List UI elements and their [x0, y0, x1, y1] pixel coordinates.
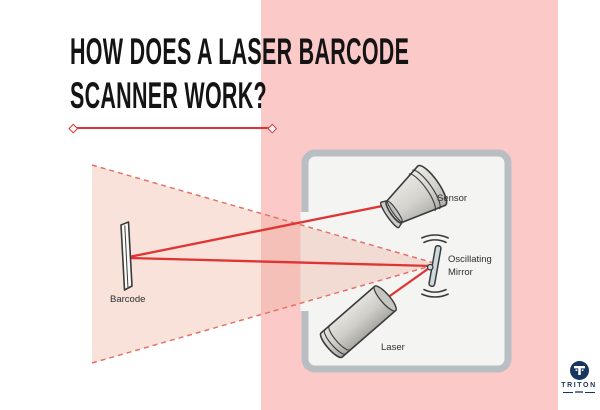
title-underline-rule	[73, 126, 272, 129]
page-title-line2: SCANNER WORK?	[70, 75, 267, 116]
oscillating-mirror-illustration	[421, 234, 449, 298]
brand-logo: TRITON	[558, 361, 600, 393]
laser-label: Laser	[381, 342, 405, 353]
brand-logo-name: TRITON	[561, 382, 597, 389]
scan-cone-area	[92, 165, 436, 363]
brand-logo-tagline	[563, 391, 595, 393]
reflected-beam-to-sensor	[128, 202, 393, 259]
beam-mirror-to-barcode	[128, 256, 433, 268]
oscillating-mirror-label-line2: Mirror	[448, 267, 473, 278]
beam-laser-to-mirror	[386, 265, 433, 299]
sensor-label: Sensor	[437, 193, 467, 204]
sensor-illustration	[379, 164, 448, 229]
barcode-illustration	[120, 221, 133, 291]
laser-illustration	[319, 285, 397, 359]
brand-logo-icon	[569, 361, 589, 380]
page-title-line1: HOW DOES A LASER BARCODE	[70, 31, 410, 72]
oscillation-arcs-icon	[421, 234, 449, 298]
oscillating-mirror-label-line1: Oscillating	[448, 254, 492, 265]
barcode-label: Barcode	[110, 294, 145, 305]
housing-beam-gap	[300, 212, 312, 311]
